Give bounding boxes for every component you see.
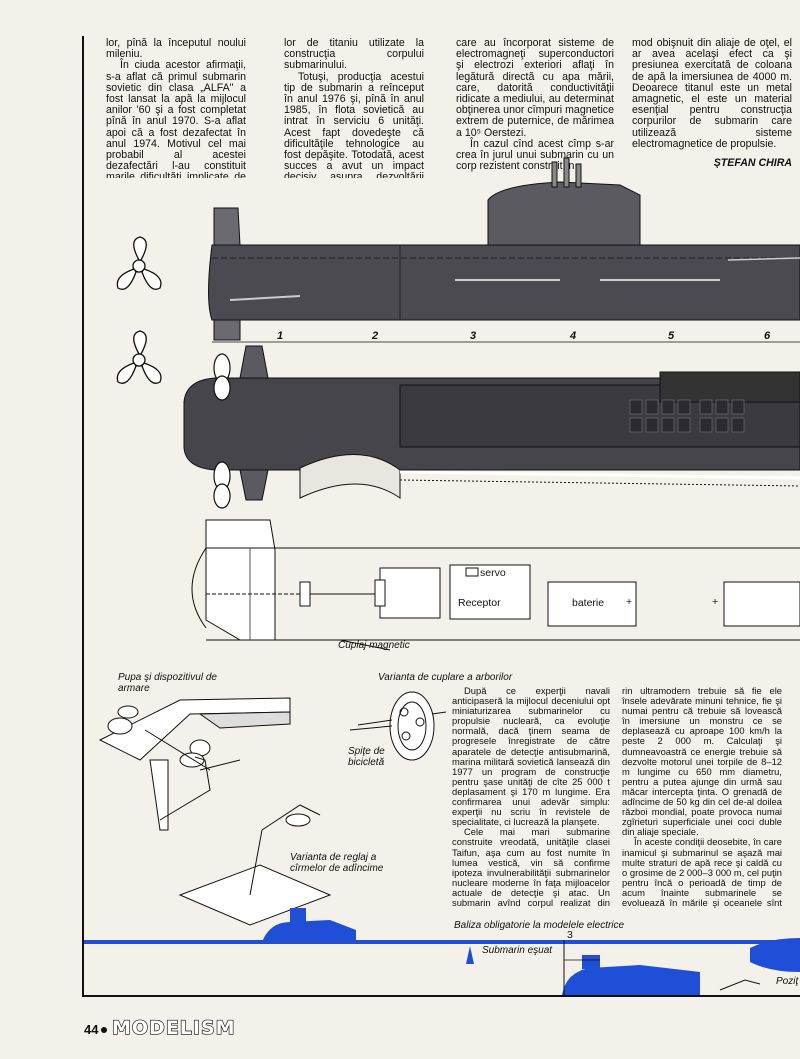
paragraph: Cele mai mari submarine construite vreod…: [452, 826, 610, 908]
baterie-label: baterie: [572, 597, 605, 609]
shaft-coupling-drawing: [349, 691, 447, 761]
varianta-cuplare-label: Varianta de cuplare a arborilor: [378, 672, 513, 683]
paragraph: Totuşi, producţia acestui tip de submari…: [284, 70, 424, 178]
paragraph: mod obişnuit din aliaje de oţel, el ar a…: [632, 38, 792, 150]
section-number: 4: [570, 330, 577, 342]
cuplaj-label: Cuplaj magnetic: [338, 640, 410, 651]
paragraph: În ciuda acestor afirmaţii, s-a aflat că…: [106, 59, 246, 178]
baliza-label: Baliza obligatorie la modelele electrice: [454, 920, 625, 931]
propeller-icon: [116, 236, 162, 290]
bottom-frame-line: [82, 995, 800, 997]
side-view: [208, 157, 800, 341]
plus-sign: +: [626, 596, 633, 608]
servo-label: servo: [480, 567, 506, 579]
paragraph: lor, pînă la începutul noului mileniu.: [106, 38, 246, 61]
section-number: 1: [277, 330, 284, 342]
stern-detail-drawing: [98, 697, 291, 831]
paragraph: În cazul cînd acest cîmp s-ar crea în ju…: [456, 137, 614, 173]
top-column-1: lor, pînă la începutul noului mileniu. Î…: [106, 38, 246, 178]
section-number: 5: [668, 330, 675, 342]
paragraph: rin ultramodern trebuie să fie ele însel…: [622, 686, 782, 838]
top-column-2: lor de titaniu utilizate la construcţia …: [284, 38, 424, 178]
section-number: 3: [470, 330, 477, 342]
propeller-icon: [213, 353, 231, 509]
magazine-brand: MODELISM: [111, 1016, 236, 1039]
submarin-esuat-label: Submarin eşuat: [482, 945, 553, 956]
section-number: 2: [372, 330, 379, 342]
top-column-3: care au încorporat sisteme de electromag…: [456, 38, 614, 190]
author-signature: ŞTEFAN CHIRA: [713, 157, 792, 168]
paragraph: În aceste condiţii deosebite, în care in…: [622, 836, 782, 908]
plus-sign: +: [712, 596, 719, 608]
pupa-label: Pupa şi dispozitivul de armare: [118, 672, 217, 694]
paragraph: După ce experţii navali anticipaseră la …: [452, 686, 610, 828]
bottom-column-2: rin ultramodern trebuie să fie ele însel…: [622, 686, 782, 908]
left-frame-line: [82, 36, 84, 996]
page-number: 44: [84, 1022, 99, 1037]
varianta-reglaj-label: Varianta de reglaj a cîrmelor de adîncim…: [290, 852, 384, 874]
blue-strip: [84, 908, 800, 995]
bullet-dot-icon: [101, 1027, 107, 1033]
paragraph: lor de titaniu utilizate la construcţia …: [284, 38, 424, 72]
spite-label: Spiţe de bicicletă: [348, 746, 385, 768]
figure-number: 3: [567, 929, 573, 941]
plan-view: [183, 345, 800, 501]
receptor-label: Receptor: [458, 597, 501, 609]
paragraph: care au încorporat sisteme de electromag…: [456, 38, 614, 139]
propeller-icon: [116, 330, 162, 384]
pozitie-label: Poziţ: [776, 976, 799, 987]
model-section-view: [191, 519, 800, 651]
depth-rudder-drawing: [159, 756, 332, 926]
bottom-column-1: După ce experţii navali anticipaseră la …: [452, 686, 610, 908]
top-column-4: mod obişnuit din aliaje de oţel, el ar a…: [632, 38, 792, 168]
section-number: 6: [764, 330, 771, 342]
